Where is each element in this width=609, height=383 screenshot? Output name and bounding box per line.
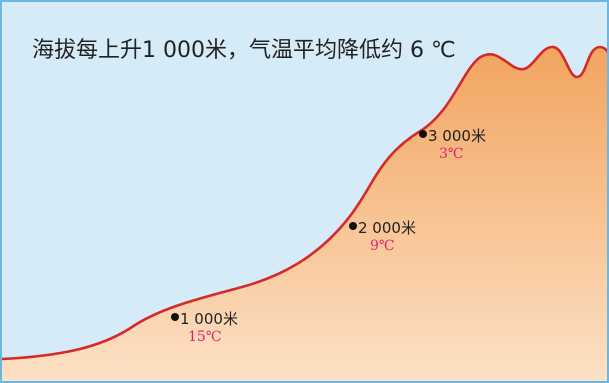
temperature-label-2000m: 9℃	[370, 238, 395, 254]
altitude-label-2000m: 2 000米	[358, 219, 416, 237]
ridge-line	[2, 45, 607, 361]
mountain-fill	[2, 46, 607, 381]
marker-3000m	[419, 130, 427, 138]
altitude-label-1000m: 1 000米	[180, 310, 238, 328]
temperature-label-1000m: 15℃	[188, 329, 222, 345]
altitude-label-3000m: 3 000米	[428, 127, 486, 145]
diagram-title: 海拔每上升1 000米，气温平均降低约 6 ℃	[32, 38, 456, 63]
temperature-label-3000m: 3℃	[439, 146, 464, 162]
marker-2000m	[349, 222, 357, 230]
marker-1000m	[171, 313, 179, 321]
